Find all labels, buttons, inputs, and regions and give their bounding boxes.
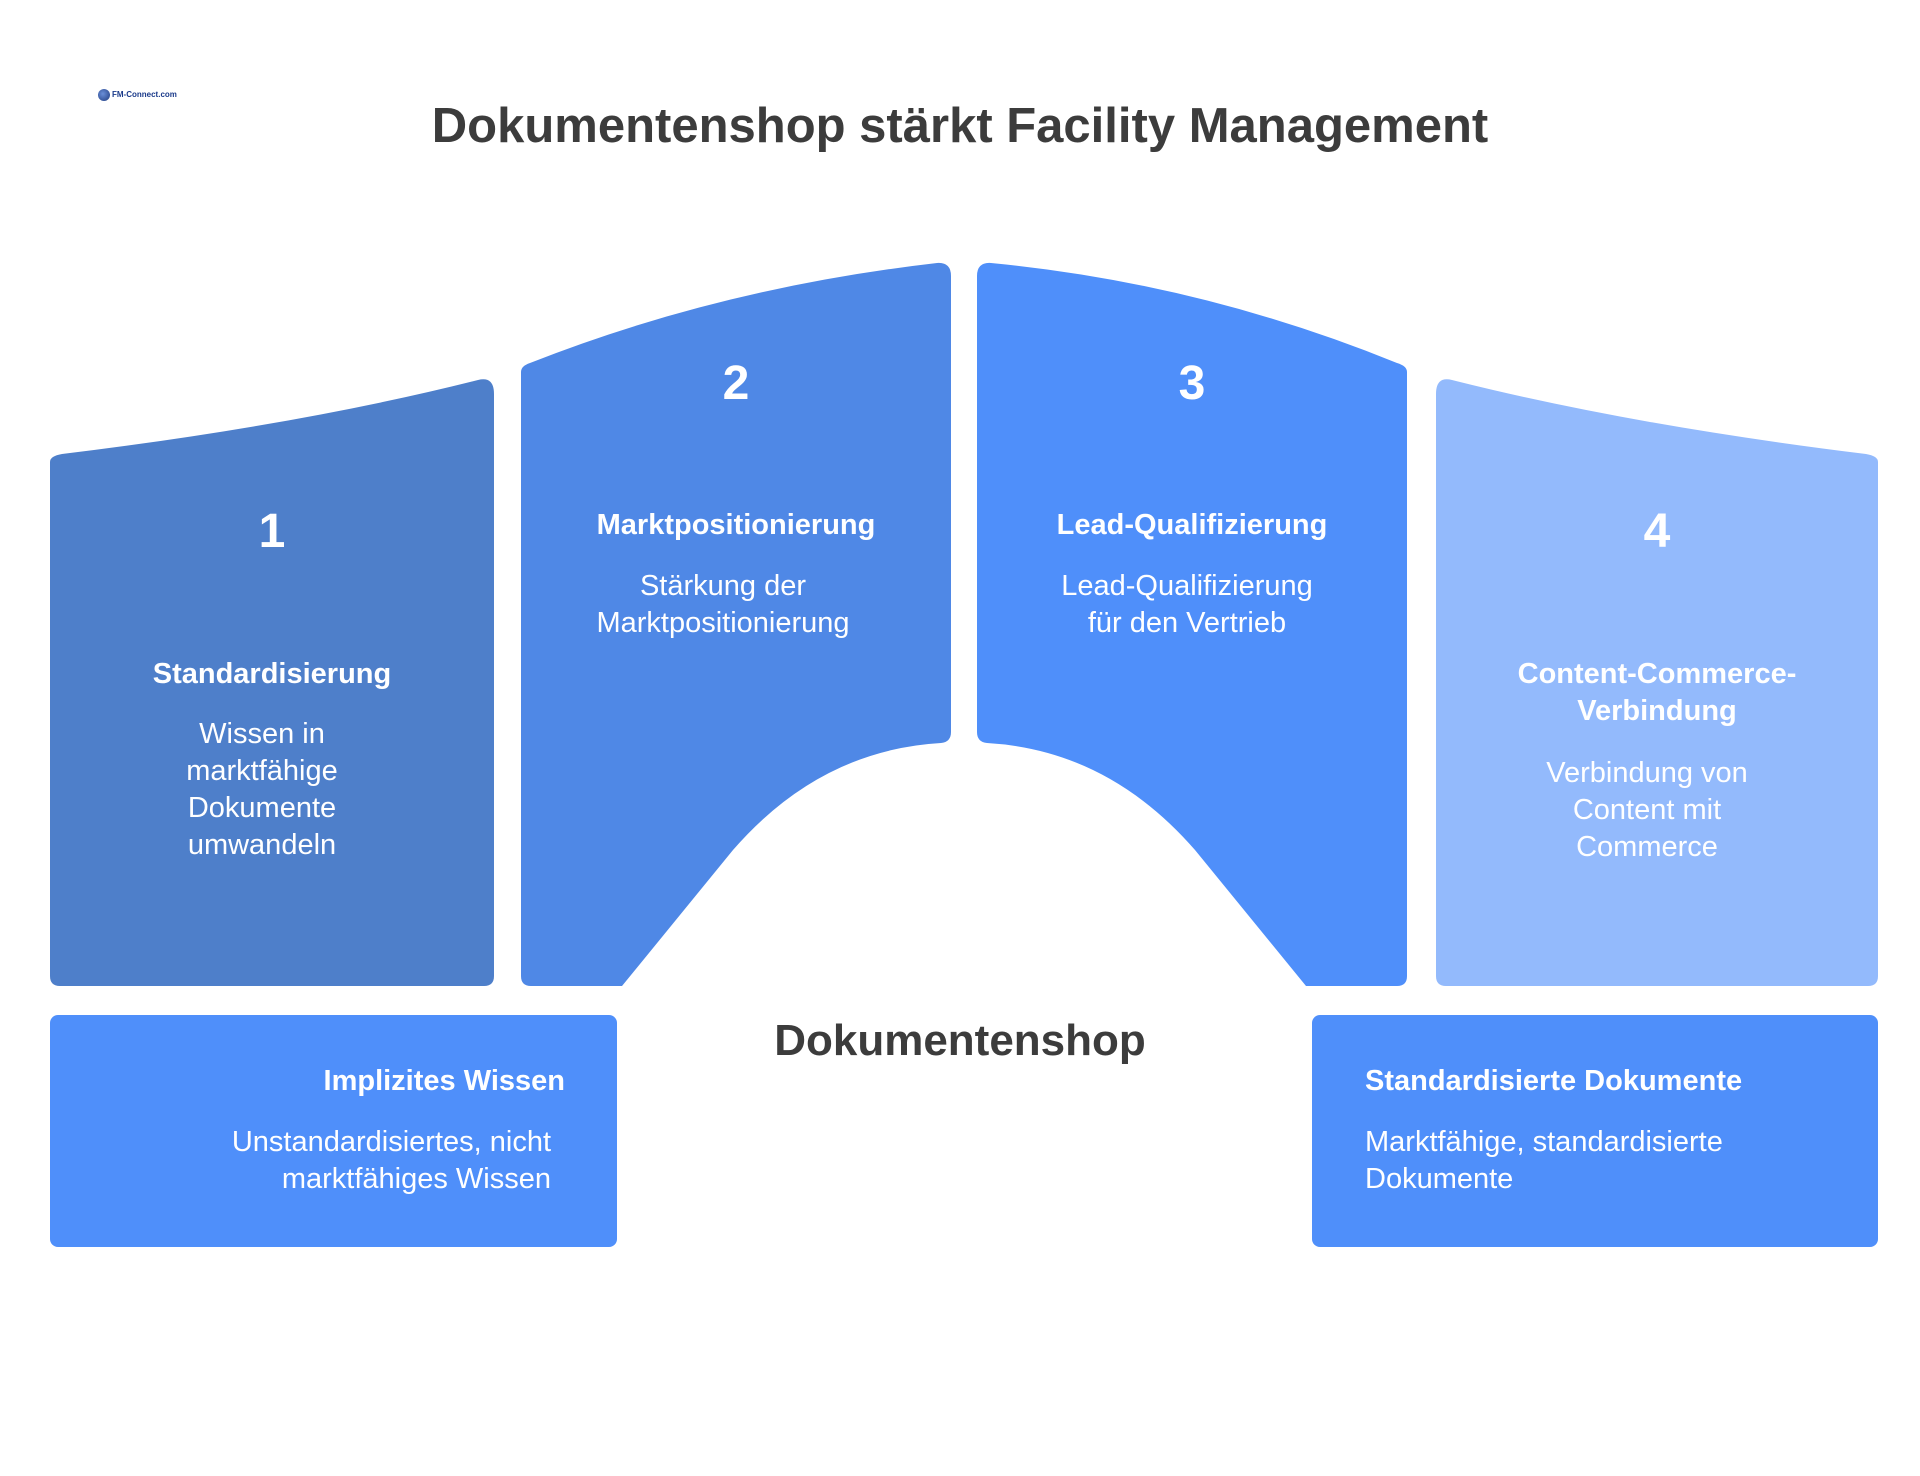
- pillar-3-number: 3: [1178, 357, 1206, 410]
- box-standardized-desc: Marktfähige, standardisierte Dokumente: [1365, 1126, 1723, 1195]
- pillar-1-heading: Standardisierung: [152, 658, 392, 690]
- pillar-4-shape: [1436, 379, 1878, 987]
- pillar-1-number: 1: [258, 505, 286, 558]
- box-standardized-heading: Standardisierte Dokumente: [1365, 1065, 1743, 1097]
- box-standardized-documents: Standardisierte Dokumente Marktfähige, s…: [1312, 1015, 1878, 1247]
- pillar-3-heading: Lead-Qualifizierung: [1056, 509, 1328, 541]
- box-implicit-desc: Unstandardisiertes, nicht marktfähiges W…: [231, 1126, 551, 1195]
- globe-logo-icon: [98, 89, 110, 101]
- pillar-1-shape: [50, 379, 494, 987]
- pillar-1-desc: Wissen in marktfähige Dokumente umwandel…: [186, 718, 338, 861]
- pillar-2-shape: [521, 262, 951, 986]
- box-implicit-heading: Implizites Wissen: [323, 1065, 565, 1097]
- pillar-4-desc: Verbindung von Content mit Commerce: [1546, 757, 1748, 863]
- pillar-4-number: 4: [1643, 505, 1671, 558]
- center-label: Dokumentenshop: [774, 1016, 1146, 1065]
- page-title: Dokumentenshop stärkt Facility Managemen…: [431, 99, 1489, 153]
- pillar-4-heading: Content-Commerce-Verbindung: [1517, 658, 1797, 727]
- logo: FM-Connect.com: [98, 84, 177, 106]
- pillar-2-heading: Marktpositionierung: [596, 509, 876, 541]
- pillar-3-desc: Lead-Qualifizierung für den Vertrieb: [1061, 570, 1313, 639]
- pillar-3-shape: [977, 262, 1407, 986]
- logo-text: FM-Connect.com: [112, 90, 177, 99]
- pillar-2-number: 2: [722, 357, 750, 410]
- box-implicit-knowledge: Implizites Wissen Unstandardisiertes, ni…: [50, 1015, 617, 1247]
- pillar-2-desc: Stärkung der Marktpositionierung: [596, 570, 850, 639]
